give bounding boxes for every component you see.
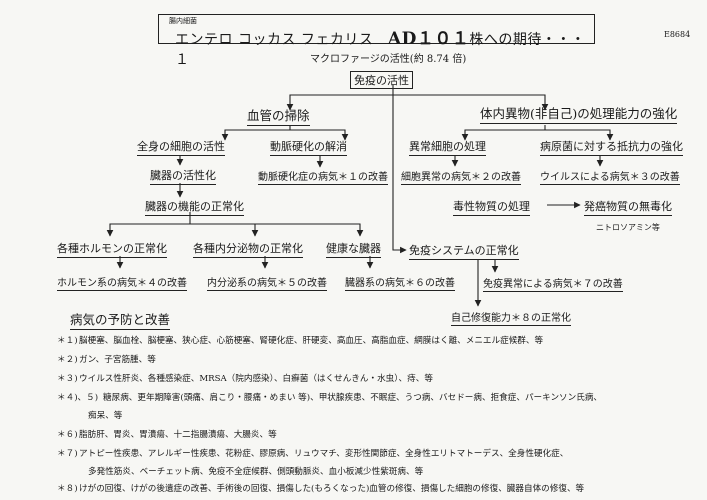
immune-disease-improve: 免疫異常による病気＊７の改善 bbox=[483, 275, 623, 292]
carcinogen-detox: 発癌物質の無毒化 bbox=[584, 198, 672, 216]
healthy-organ: 健康な臓器 bbox=[326, 240, 381, 258]
secretion-disease-improve: 内分泌系の病気＊５の改善 bbox=[207, 274, 327, 291]
immune-system-normalize: 免疫システムの正常化 bbox=[409, 242, 519, 260]
core-immune-activation: 免疫の活性 bbox=[350, 71, 413, 89]
list-item: 痴呆、等 bbox=[88, 411, 123, 421]
arteriosclerosis-improve: 動脈硬化症の病気＊１の改善 bbox=[258, 168, 388, 185]
list-item: ＊２)ガン、子宮筋腫、等 bbox=[57, 355, 156, 365]
organ-activation: 臓器の活性化 bbox=[150, 167, 216, 185]
list-item: ＊３)ウイルス性肝炎、各種感染症、MRSA（院内感染）、白癬菌（はくせんきん・水… bbox=[57, 374, 433, 384]
arrow-function-to-healthy bbox=[255, 223, 364, 237]
subtitle: マクロファージの活性(約 8.74 倍) bbox=[310, 54, 467, 65]
corner-code: E8684 bbox=[664, 30, 691, 39]
prevention-heading: 病気の予防と改善 bbox=[70, 309, 171, 330]
organ-function-normalize: 臓器の機能の正常化 bbox=[145, 198, 244, 216]
title-category-label: 腸内細菌 bbox=[169, 17, 197, 25]
blood-vessel-cleaning: 血管の掃除 bbox=[247, 105, 310, 126]
cell-activation: 全身の細胞の活性 bbox=[137, 138, 225, 156]
title-text: エンテロ コッカス フェカリス bbox=[175, 32, 374, 48]
arrow-vessel-to-cell bbox=[221, 125, 291, 141]
list-item: 多発性筋炎、ベーチェット病、免疫不全症候群、側頭動脈炎、血小板減少性紫斑病、等 bbox=[88, 467, 424, 477]
toxin-processing: 毒性物質の処理 bbox=[453, 198, 530, 216]
organ-disease-improve: 臓器系の病気＊６の改善 bbox=[345, 274, 455, 291]
title-box: 腸内細菌 エンテロ コッカス フェカリス AD１０１株への期待・・・１ bbox=[158, 14, 595, 68]
secretion-normalize: 各種内分泌物の正常化 bbox=[193, 240, 303, 258]
hormone-normalize: 各種ホルモンの正常化 bbox=[57, 240, 167, 258]
nitrosamine-note: ニトロソアミン等 bbox=[596, 223, 660, 232]
arrow-defense-to-resistance bbox=[545, 129, 614, 141]
list-item: ＊４)、５)糖尿病、更年期障害(頭痛、肩こり・腰痛・めまい 等)、甲状腺疾患、不… bbox=[57, 393, 603, 403]
arrow-core-to-vessel bbox=[286, 85, 394, 111]
title-strain-code: AD１０１ bbox=[387, 29, 470, 49]
abnormal-cell-improve: 細胞異常の病気＊２の改善 bbox=[401, 168, 521, 185]
arrow-function-to-hormone bbox=[106, 212, 191, 237]
arrow-core-to-immune bbox=[392, 95, 407, 254]
self-repair-normalize: 自己修復能力＊８の正常化 bbox=[451, 309, 571, 326]
arrow-vessel-to-artery bbox=[290, 129, 349, 141]
virus-disease-improve: ウイルスによる病気＊３の改善 bbox=[540, 168, 680, 185]
arrow-core-to-defense bbox=[393, 94, 549, 111]
title-suffix: 株への期待・・・１ bbox=[175, 32, 586, 68]
hormone-disease-improve: ホルモン系の病気＊４の改善 bbox=[57, 274, 187, 291]
arrow-defense-to-abnormal bbox=[461, 125, 546, 141]
arteriosclerosis-resolve: 動脈硬化の解消 bbox=[270, 138, 347, 156]
arrow-function-to-secretion bbox=[190, 223, 259, 237]
list-item: ＊６)脂肪肝、胃炎、胃潰瘍、十二指腸潰瘍、大腸炎、等 bbox=[57, 430, 277, 440]
foreign-body-processing: 体内異物(非自己)の処理能力の強化 bbox=[480, 103, 678, 124]
document-title: エンテロ コッカス フェカリス AD１０１株への期待・・・１ bbox=[175, 24, 594, 69]
pathogen-resistance: 病原菌に対する抵抗力の強化 bbox=[540, 138, 683, 156]
list-item: ＊１)脳梗塞、脳血栓、脳梗塞、狭心症、心筋梗塞、腎硬化症、肝硬変、高血圧、高脂血… bbox=[57, 336, 544, 346]
abnormal-cell-processing: 異常細胞の処理 bbox=[409, 138, 486, 156]
list-item: ＊８)けがの回復、けがの後遺症の改善、手術後の回復、損傷した(もろくなった)血管… bbox=[57, 484, 585, 494]
list-item: ＊７)アトピー性疾患、アレルギー性疾患、花粉症、膠原病、リュウマチ、変形性関節症… bbox=[57, 449, 569, 459]
